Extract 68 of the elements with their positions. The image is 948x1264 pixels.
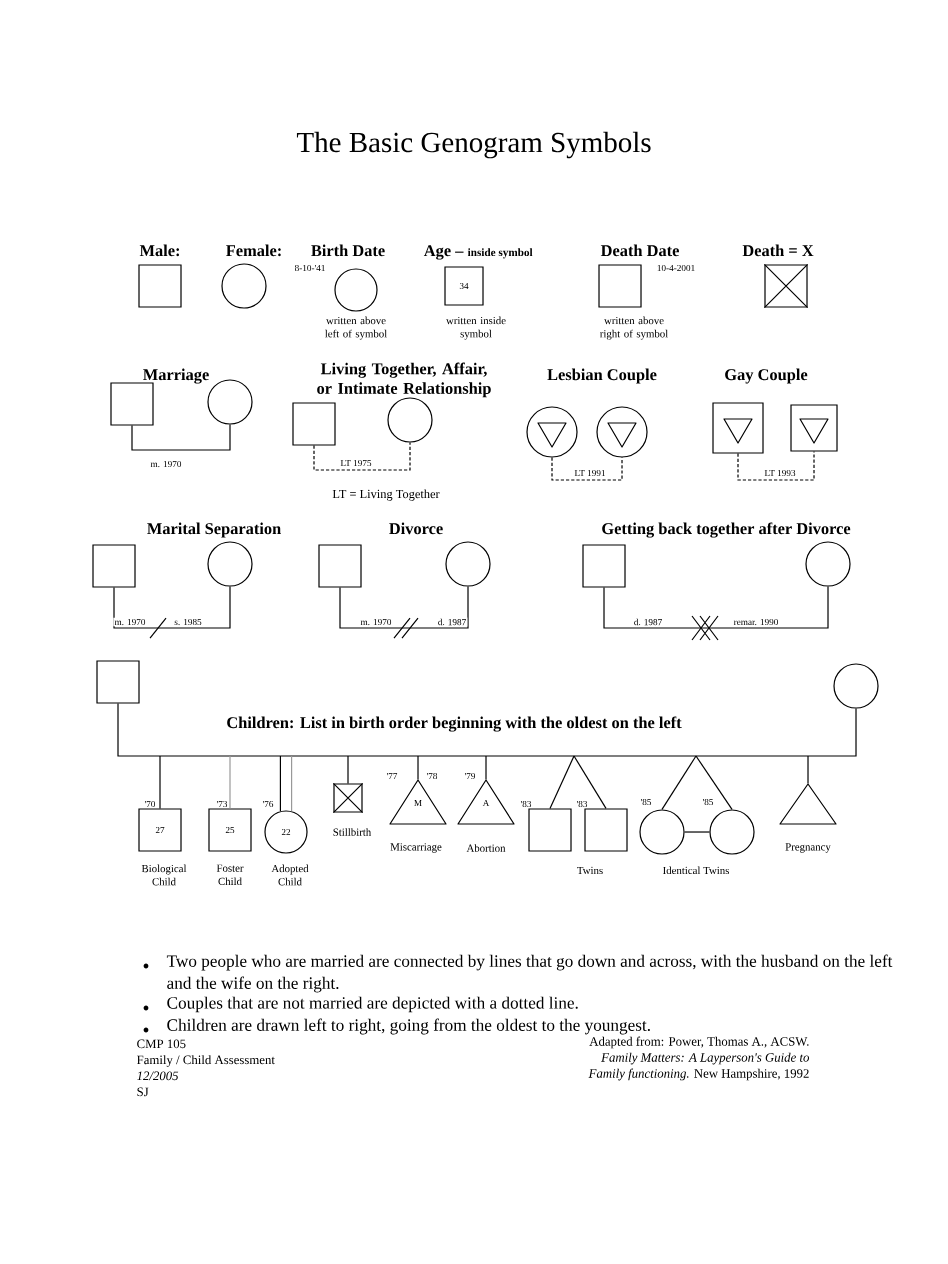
male-square	[292, 402, 336, 446]
female-circle	[445, 541, 491, 587]
female-circle	[833, 663, 879, 709]
male-square	[598, 264, 642, 308]
heading: Marital Separation	[147, 522, 281, 538]
connector-line	[695, 755, 733, 810]
inverted-triangle	[799, 418, 829, 444]
heading: Living Together, Affair, or Intimate Relationship	[317, 362, 491, 398]
connector-line	[159, 755, 161, 809]
stillbirth-square	[332, 782, 364, 814]
connector-line	[313, 442, 411, 471]
heading: Gay Couple	[725, 368, 808, 384]
connector-line	[551, 457, 623, 481]
connector-line	[737, 451, 815, 481]
female-circle	[207, 379, 253, 425]
female-circle	[596, 406, 648, 458]
heading: Birth Date	[311, 244, 385, 257]
heading: Children: List in birth order beginning with the oldest on the left	[227, 716, 682, 732]
female-circle	[805, 541, 851, 587]
connector-line	[131, 424, 231, 451]
male-square	[584, 808, 628, 852]
male-square	[528, 808, 572, 852]
connector-line	[485, 755, 487, 780]
male-square	[92, 544, 136, 588]
connector-line	[291, 755, 293, 812]
inverted-triangle	[537, 422, 567, 448]
connector-line	[113, 586, 231, 629]
pregnancy-triangle	[779, 783, 837, 825]
inverted-triangle	[607, 422, 637, 448]
connector-line	[279, 755, 281, 812]
male-square	[96, 660, 140, 704]
deceased-square	[763, 263, 809, 309]
connector-line	[347, 755, 349, 784]
connector-line	[229, 755, 231, 809]
male-square	[110, 382, 154, 426]
connector-line	[573, 755, 607, 809]
connector-line	[661, 755, 697, 810]
inverted-triangle	[723, 418, 753, 444]
connector-line	[339, 586, 469, 629]
connector-line	[549, 755, 575, 809]
female-circle	[207, 541, 253, 587]
connector-line	[117, 703, 857, 757]
male-square	[582, 544, 626, 588]
title: The Basic Genogram Symbols	[296, 131, 651, 159]
heading: Age –	[423, 245, 464, 260]
connector-line	[807, 755, 809, 784]
female-circle	[334, 268, 378, 312]
heading: Male:	[139, 244, 179, 257]
heading: Marriage	[143, 368, 209, 384]
connector-line	[603, 586, 829, 629]
heading: Divorce	[389, 522, 443, 535]
female-circle	[221, 263, 267, 309]
female-circle	[526, 406, 578, 458]
heading: Lesbian Couple	[547, 368, 657, 384]
male-square	[790, 404, 838, 452]
bullet-text: Children are drawn left to right, going from the oldest to the youngest.	[167, 1018, 650, 1035]
heading: Getting back together after Divorce	[602, 522, 851, 538]
female-circle	[639, 809, 685, 855]
connector-line	[684, 831, 710, 833]
connector-line	[417, 755, 419, 780]
female-circle	[387, 397, 433, 443]
bullet-text: Two people who are married are connected by lines that go down and across, with the husband on the left and the wife on the right.	[166, 954, 893, 993]
male-square	[318, 544, 362, 588]
heading: Female:	[226, 244, 281, 257]
female-circle	[709, 809, 755, 855]
bullet-text: Couples that are not married are depicted with a dotted line.	[167, 996, 578, 1013]
male-square	[138, 264, 182, 308]
male-square	[712, 402, 764, 454]
